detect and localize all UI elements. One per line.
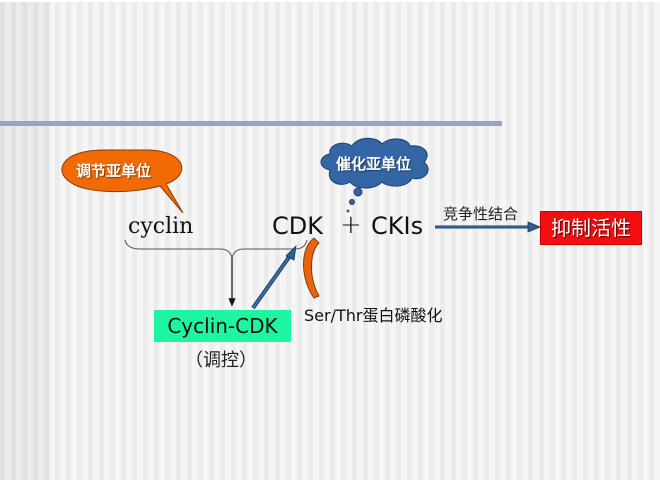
catalytic-subunit-label: 催化亚单位 <box>336 155 412 173</box>
top-border <box>0 0 660 2</box>
competitive-binding-label: 竞争性结合 <box>443 205 519 223</box>
cdk-label: CDK <box>272 212 323 240</box>
plus-sign: + <box>340 210 362 240</box>
title-divider-rule <box>0 121 502 126</box>
ckis-label: CKIs <box>371 212 424 240</box>
background-left-strip <box>0 0 50 480</box>
catalytic-subunit-cloud <box>320 137 429 213</box>
regulation-note: （调控） <box>185 350 257 371</box>
cyclin-label: cyclin <box>128 214 194 239</box>
ser-thr-phosphorylation-label: Ser/Thr蛋白磷酸化 <box>304 306 443 325</box>
inhibit-activity-box: 抑制活性 <box>540 211 642 245</box>
competitive-binding-arrow <box>435 221 542 233</box>
regulatory-subunit-callout <box>61 149 184 214</box>
phosphorylation-crescent <box>303 237 320 299</box>
activation-arrow <box>251 244 297 310</box>
grouping-brace <box>124 239 308 259</box>
cloud-bubble-medium <box>349 199 355 205</box>
cyclin-cdk-complex-box: Cyclin-CDK <box>154 310 291 342</box>
cloud-bubble-large <box>353 187 363 197</box>
regulatory-subunit-label: 调节亚单位 <box>76 162 152 180</box>
cloud-bubble-small <box>346 209 350 213</box>
